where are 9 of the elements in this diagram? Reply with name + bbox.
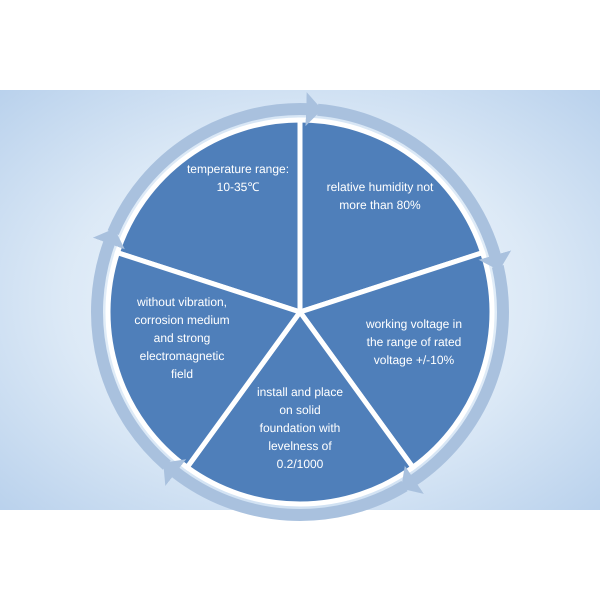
sector-text: install and place on solid foundation with levelness of 0.2/1000 xyxy=(256,384,344,473)
cycle-arrow xyxy=(316,104,511,270)
cycle-arrow xyxy=(402,265,509,494)
cycle-arrow xyxy=(91,228,172,470)
sector-text: temperature range: 10-35℃ xyxy=(186,161,290,196)
sector-text: working voltage in the range of rated voltage +/-10% xyxy=(364,316,464,369)
sector-text: relative humidity not more than 80% xyxy=(326,179,434,214)
sector-text: without vibration, corrosion medium and strong electromagnetic field xyxy=(133,294,231,383)
cycle-arrow xyxy=(162,458,408,521)
